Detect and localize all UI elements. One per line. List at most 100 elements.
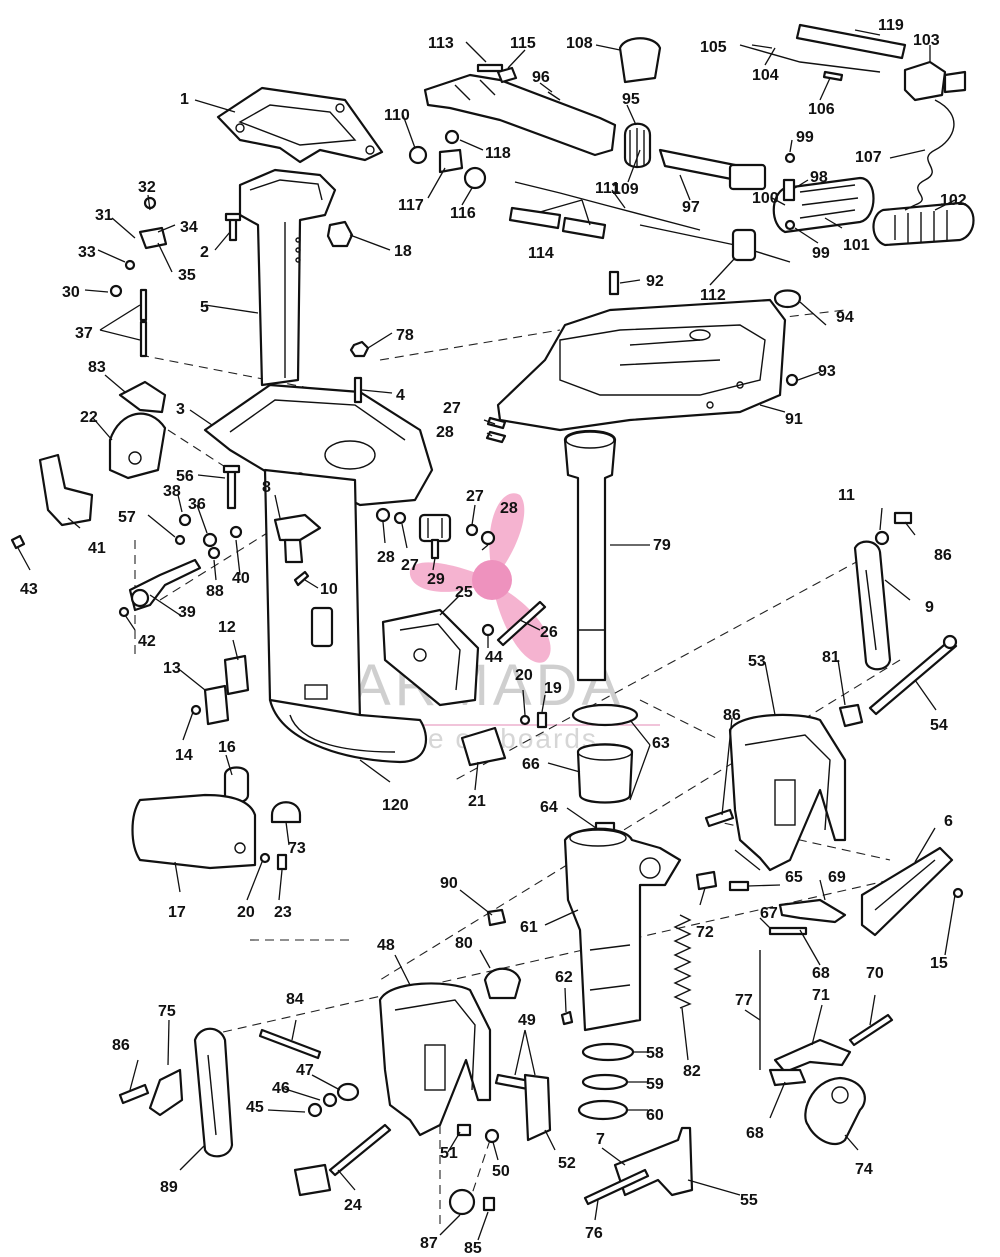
label-3: 3 (176, 401, 185, 418)
label-50: 50 (492, 1163, 510, 1180)
label-73: 73 (288, 840, 306, 857)
label-78: 78 (396, 327, 414, 344)
leader-lines (17, 29, 956, 1241)
part-42-screw (118, 606, 130, 618)
part-29-mount (418, 513, 452, 560)
part-118-nut (444, 129, 460, 145)
label-56: 56 (176, 468, 194, 485)
part-86-screw-b (704, 808, 735, 828)
part-21-plate (460, 726, 507, 767)
part-113-bolt (476, 63, 504, 73)
label-81: 81 (822, 649, 840, 666)
label-30: 30 (62, 284, 80, 301)
label-106: 106 (808, 101, 835, 118)
part-26-bolt (496, 600, 547, 647)
label-86b: 86 (723, 707, 741, 724)
label-52: 52 (558, 1155, 576, 1172)
label-32: 32 (138, 179, 156, 196)
label-38: 38 (163, 483, 181, 500)
part-86-screw-c (118, 1083, 150, 1105)
label-44: 44 (485, 649, 503, 666)
label-109: 109 (612, 181, 639, 198)
part-90-clip (486, 908, 507, 927)
part-33-washer (124, 259, 136, 271)
label-7: 7 (596, 1131, 605, 1148)
label-94: 94 (836, 309, 854, 326)
label-8: 8 (262, 479, 271, 496)
label-6: 6 (944, 813, 953, 830)
part-56-screw (222, 464, 241, 510)
part-58-bushing (581, 1042, 635, 1062)
part-74-lock-hook (804, 1076, 866, 1146)
label-12: 12 (218, 619, 236, 636)
part-37-pins (139, 288, 148, 358)
label-99b: 99 (812, 245, 830, 262)
part-36-washer (202, 532, 218, 548)
label-71: 71 (812, 987, 830, 1004)
part-84-bolt (258, 1028, 322, 1060)
label-25: 25 (455, 584, 473, 601)
label-115: 115 (510, 35, 536, 52)
part-52-plate (523, 1073, 552, 1142)
part-102-grip-cover (872, 201, 975, 247)
label-88: 88 (206, 583, 224, 600)
part-15-screw (952, 887, 964, 899)
label-57: 57 (118, 509, 136, 526)
label-28b: 28 (500, 500, 518, 517)
label-68a: 68 (812, 965, 830, 982)
part-111-cable (514, 181, 701, 231)
label-10: 10 (320, 581, 338, 598)
part-115-clip (496, 66, 518, 84)
part-67-bolt (768, 926, 808, 936)
propeller-blade-icon (489, 493, 525, 574)
label-20b: 20 (515, 667, 533, 684)
label-42: 42 (138, 633, 156, 650)
part-22-shift-lever (108, 412, 167, 480)
label-86a: 86 (934, 547, 952, 564)
part-53-stern-bracket (728, 713, 847, 872)
part-40-ring (229, 525, 243, 539)
part-95-steering-handle (423, 73, 617, 157)
label-13: 13 (163, 660, 181, 677)
part-109-throttle-sleeve (623, 122, 652, 169)
part-39-shift-shaft (128, 558, 202, 612)
label-99a: 99 (796, 129, 814, 146)
label-61: 61 (520, 919, 538, 936)
part-24-clamp-screw (293, 1123, 392, 1197)
part-75-lever (148, 1068, 184, 1117)
label-112: 112 (700, 287, 726, 304)
part-17-cover (131, 793, 257, 870)
label-102: 102 (940, 192, 967, 209)
label-43: 43 (20, 581, 38, 598)
label-54: 54 (930, 717, 948, 734)
label-33: 33 (78, 244, 96, 261)
label-96: 96 (532, 69, 550, 86)
part-45-nut (307, 1102, 323, 1118)
label-75: 75 (158, 1003, 176, 1020)
part-114-spring (508, 206, 607, 240)
part-60-washer (577, 1099, 629, 1121)
part-10-screw (293, 570, 310, 587)
part-3-adapter-plate (203, 383, 434, 507)
label-22: 22 (80, 409, 98, 426)
part-38-washer (178, 513, 192, 527)
part-20-washer-b (519, 714, 531, 726)
label-37: 37 (75, 325, 93, 342)
label-97: 97 (682, 199, 700, 216)
part-11-washer (874, 530, 890, 546)
label-108: 108 (566, 35, 593, 52)
part-35-clip (138, 226, 168, 250)
part-72-spring (695, 870, 718, 891)
part-70-pin (848, 1013, 894, 1047)
label-16: 16 (218, 739, 236, 756)
label-92: 92 (646, 273, 664, 290)
label-36: 36 (188, 496, 206, 513)
part-65-screw (728, 880, 750, 892)
part-8-bracket (273, 513, 322, 564)
label-91: 91 (785, 411, 803, 428)
propeller-blade-icon (409, 562, 486, 592)
label-48: 48 (377, 937, 395, 954)
part-19-screw (536, 711, 548, 729)
part-112-cable-end (639, 224, 791, 263)
label-113: 113 (428, 35, 454, 52)
